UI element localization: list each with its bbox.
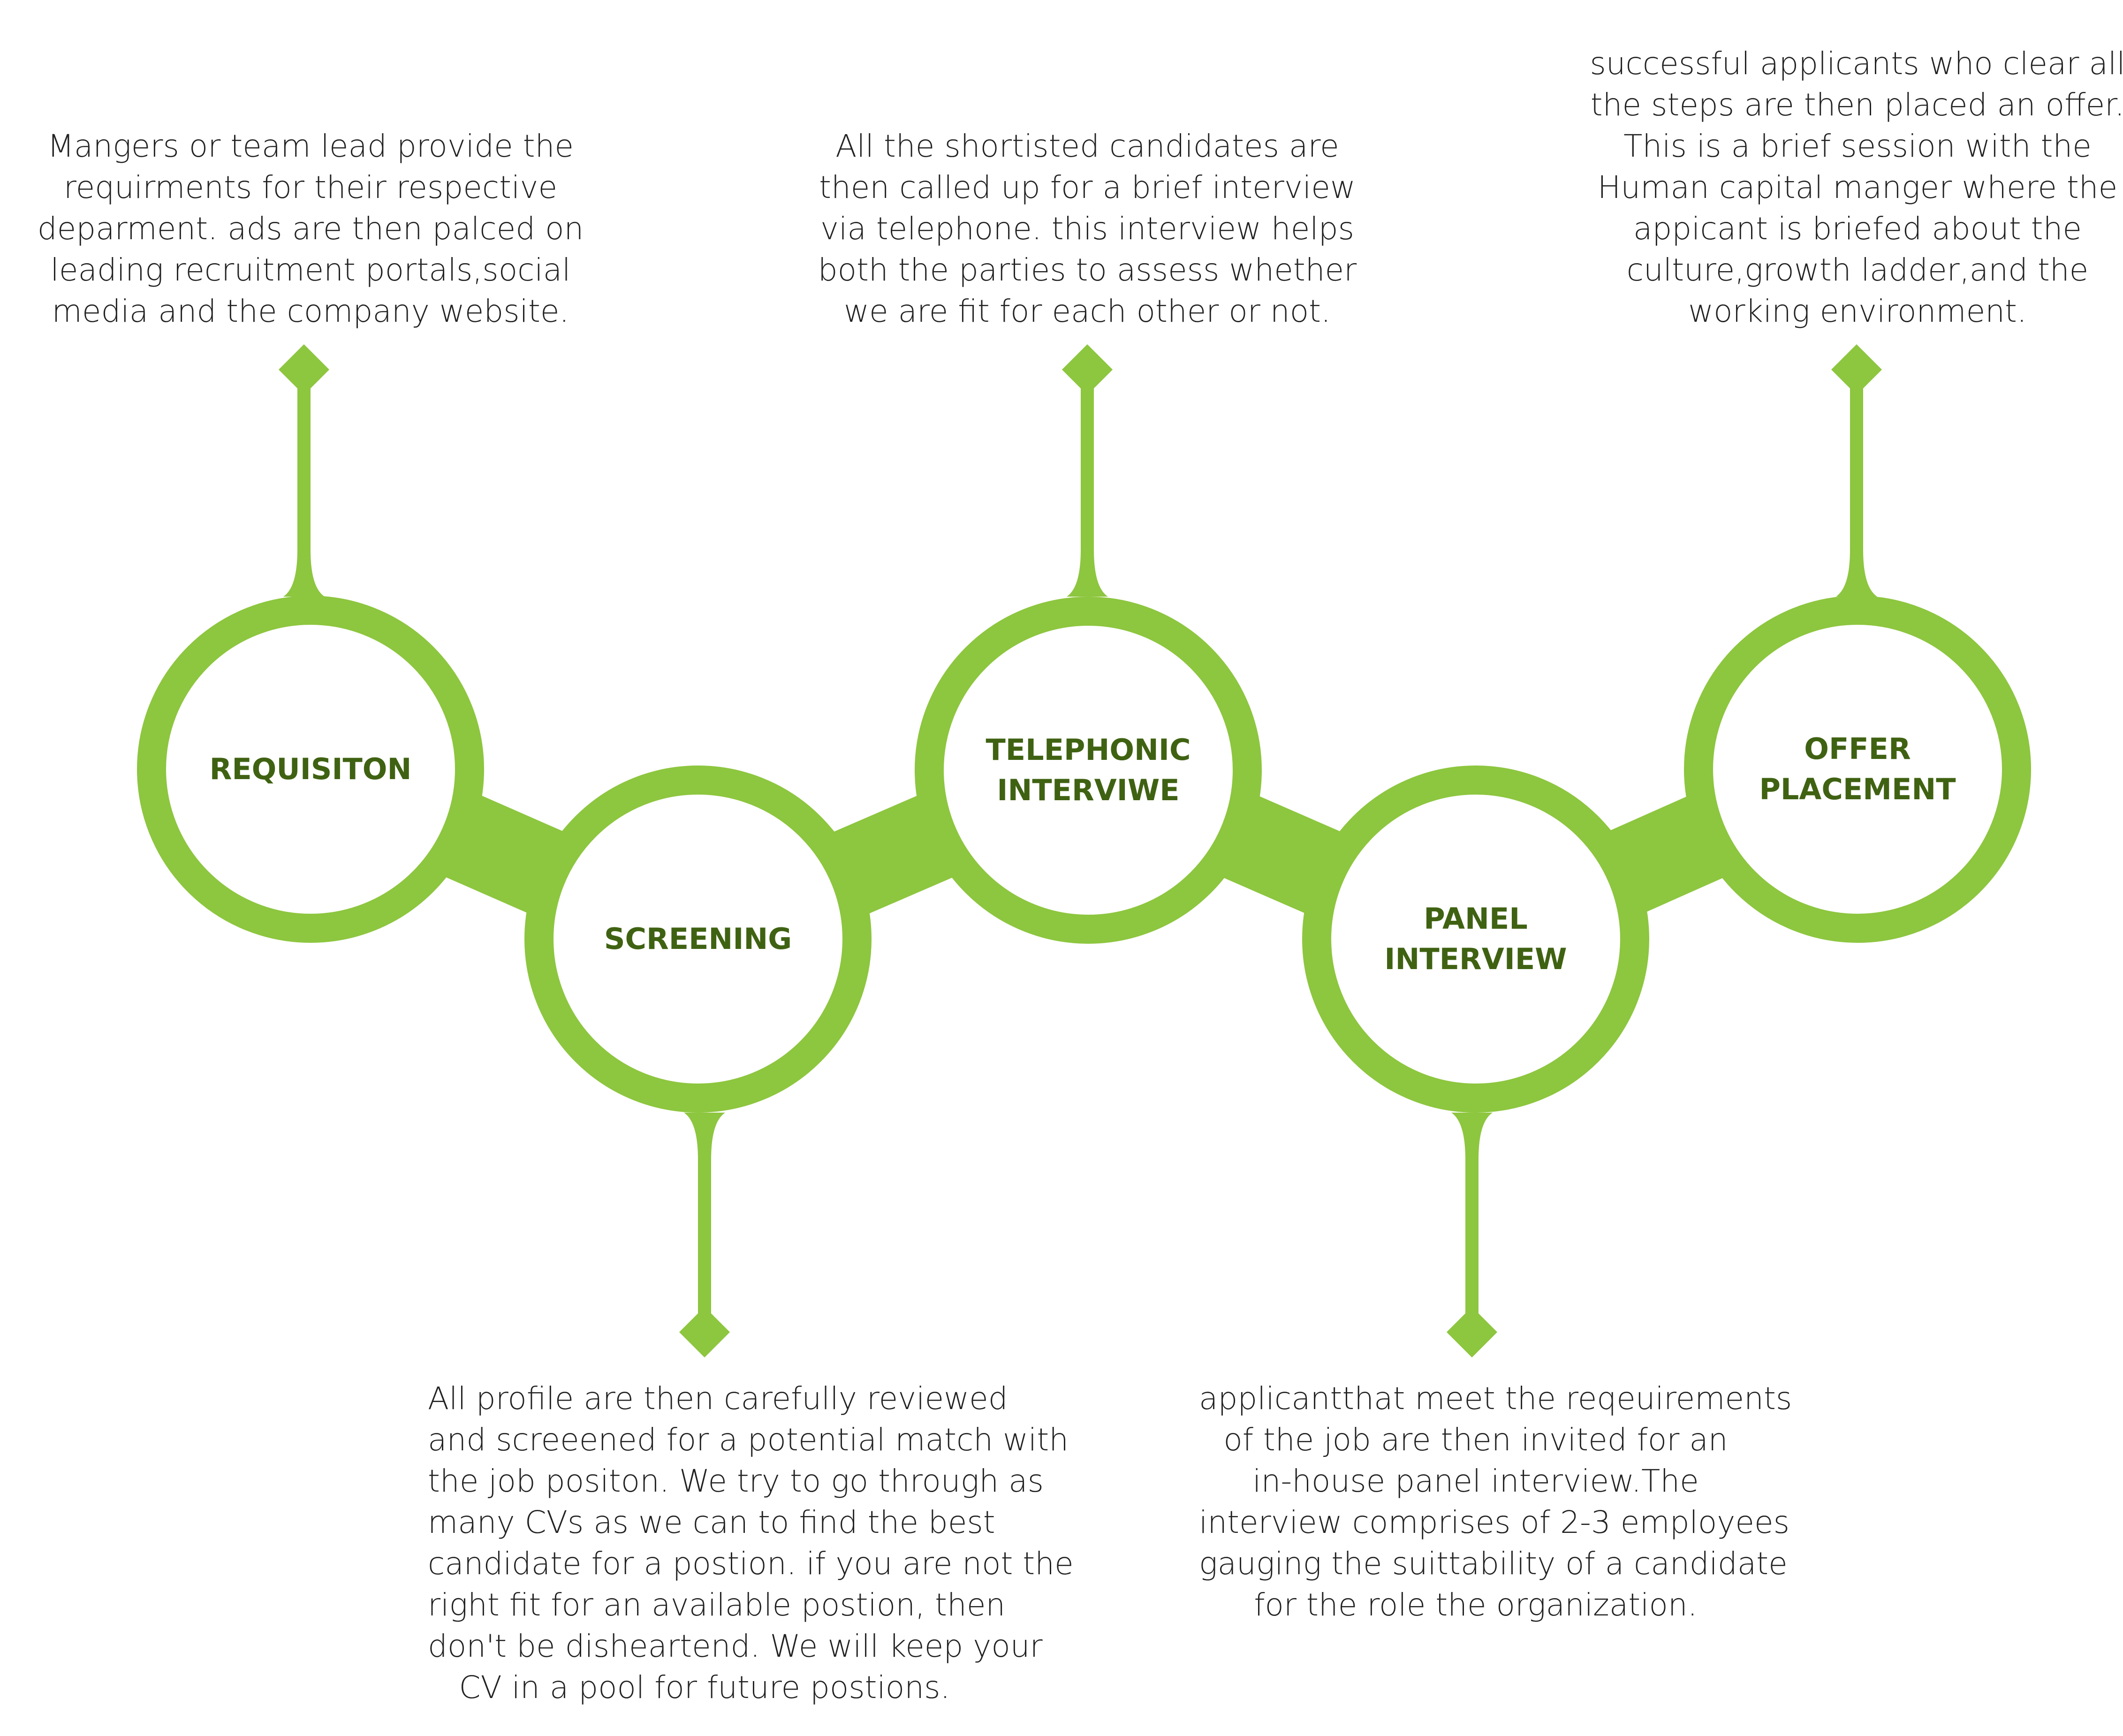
screening-description-line: right fit for an available postion, then xyxy=(428,1587,1006,1623)
offer-placement-stem xyxy=(1836,388,1877,597)
telephonic-interview-ring xyxy=(915,597,1262,944)
telephonic-interview-stem xyxy=(1067,388,1108,597)
telephonic-interview-diamond-marker xyxy=(1062,344,1113,395)
screening-description: All profile are then carefully reviewed a… xyxy=(428,1378,1074,1708)
requisition-description-line: media and the company website. xyxy=(52,293,569,329)
panel-interview-stem xyxy=(1451,1113,1493,1313)
panel-interview-ring xyxy=(1302,766,1649,1113)
requisition-description-line: deparment. ads are then palced on xyxy=(37,211,584,247)
offer-placement-description-line: successful applicants who clear all xyxy=(1590,45,2123,82)
panel-interview-label: PANEL INTERVIEW xyxy=(1344,899,1607,979)
screening-description-line: All profile are then carefully reviewed xyxy=(428,1380,1008,1417)
stage-stems xyxy=(279,344,1882,1357)
requisition-diamond-marker xyxy=(279,344,329,395)
requisition-stem xyxy=(283,388,325,597)
panel-interview-description-line: applicantthat meet the reqeuirements xyxy=(1199,1380,1792,1417)
screening-label-line: SCREENING xyxy=(604,922,792,956)
panel-interview-description-line: in-house panel interview.The xyxy=(1252,1463,1699,1499)
offer-placement-diamond-marker xyxy=(1831,344,1882,395)
offer-placement-description-line: This is a brief session with the xyxy=(1623,128,2092,164)
telephonic-interview-label-line: INTERVIWE xyxy=(997,773,1180,807)
screening-description-line: many CVs as we can to find the best xyxy=(428,1504,995,1540)
offer-placement-description-line: working environment. xyxy=(1688,293,2027,329)
requisition-ring xyxy=(137,596,484,943)
screening-description-line: candidate for a postion. if you are not … xyxy=(428,1546,1074,1582)
offer-placement-description-line: Human capital manger where the xyxy=(1597,169,2118,205)
offer-placement-label-line: OFFER xyxy=(1804,732,1911,766)
screening-label: SCREENING xyxy=(567,919,829,959)
screening-description-line: and screeened for a potential match with xyxy=(428,1422,1069,1458)
telephonic-interview-description-line: we are fit for each other or not. xyxy=(844,293,1331,329)
panel-interview-diamond-marker xyxy=(1447,1307,1497,1357)
screening-stem xyxy=(684,1113,725,1313)
telephonic-interview-description-line: both the parties to assess whether xyxy=(818,252,1357,288)
requisition-description-line: leading recruitment portals,social xyxy=(50,252,571,288)
telephonic-interview-label-line: TELEPHONIC xyxy=(986,733,1191,767)
requisition-description-line: requirments for their respective xyxy=(63,169,558,205)
telephonic-interview-description-line: All the shortisted candidates are xyxy=(835,128,1339,164)
telephonic-interview-description-line: via telephone. this interview helps xyxy=(820,211,1354,247)
requisition-description-line: Mangers or team lead provide the xyxy=(47,128,574,164)
screening-description-line: the job positon. We try to go through as xyxy=(428,1463,1044,1499)
screening-diamond-marker xyxy=(679,1307,730,1357)
panel-interview-description-line: gauging the suittability of a candidate xyxy=(1199,1546,1788,1582)
offer-placement-label-line: PLACEMENT xyxy=(1759,772,1956,806)
panel-interview-description-line: interview comprises of 2-3 employees xyxy=(1199,1504,1789,1540)
screening-ring xyxy=(524,766,872,1113)
panel-interview-description: applicantthat meet the reqeuirements of t… xyxy=(1199,1378,1792,1626)
telephonic-interview-description: All the shortisted candidates are then ca… xyxy=(811,126,1364,332)
panel-interview-description-line: of the job are then invited for an xyxy=(1223,1422,1728,1458)
offer-placement-ring xyxy=(1684,596,2031,943)
stage-rings xyxy=(137,596,2031,1113)
offer-placement-description-line: culture,growth ladder,and the xyxy=(1626,252,2089,288)
telephonic-interview-description-line: then called up for a brief interview xyxy=(819,169,1356,205)
offer-placement-label: OFFER PLACEMENT xyxy=(1726,729,1989,810)
screening-description-line: CV in a pool for future postions. xyxy=(459,1669,950,1706)
requisition-description: Mangers or team lead provide the requirme… xyxy=(34,126,587,332)
offer-placement-description-line: the steps are then placed an offer. xyxy=(1590,87,2123,123)
requisition-label-line: REQUISITON xyxy=(209,752,412,786)
panel-interview-label-line: PANEL xyxy=(1424,902,1528,936)
offer-placement-description: successful applicants who clear all the s… xyxy=(1581,43,2123,332)
telephonic-interview-label: TELEPHONIC INTERVIWE xyxy=(957,730,1220,811)
panel-interview-label-line: INTERVIEW xyxy=(1384,942,1567,976)
offer-placement-description-line: appicant is briefed about the xyxy=(1633,211,2082,247)
screening-description-line: don't be disheartend. We will keep your xyxy=(428,1628,1043,1664)
requisition-label: REQUISITON xyxy=(179,749,442,789)
panel-interview-description-line: for the role the organization. xyxy=(1254,1587,1698,1623)
